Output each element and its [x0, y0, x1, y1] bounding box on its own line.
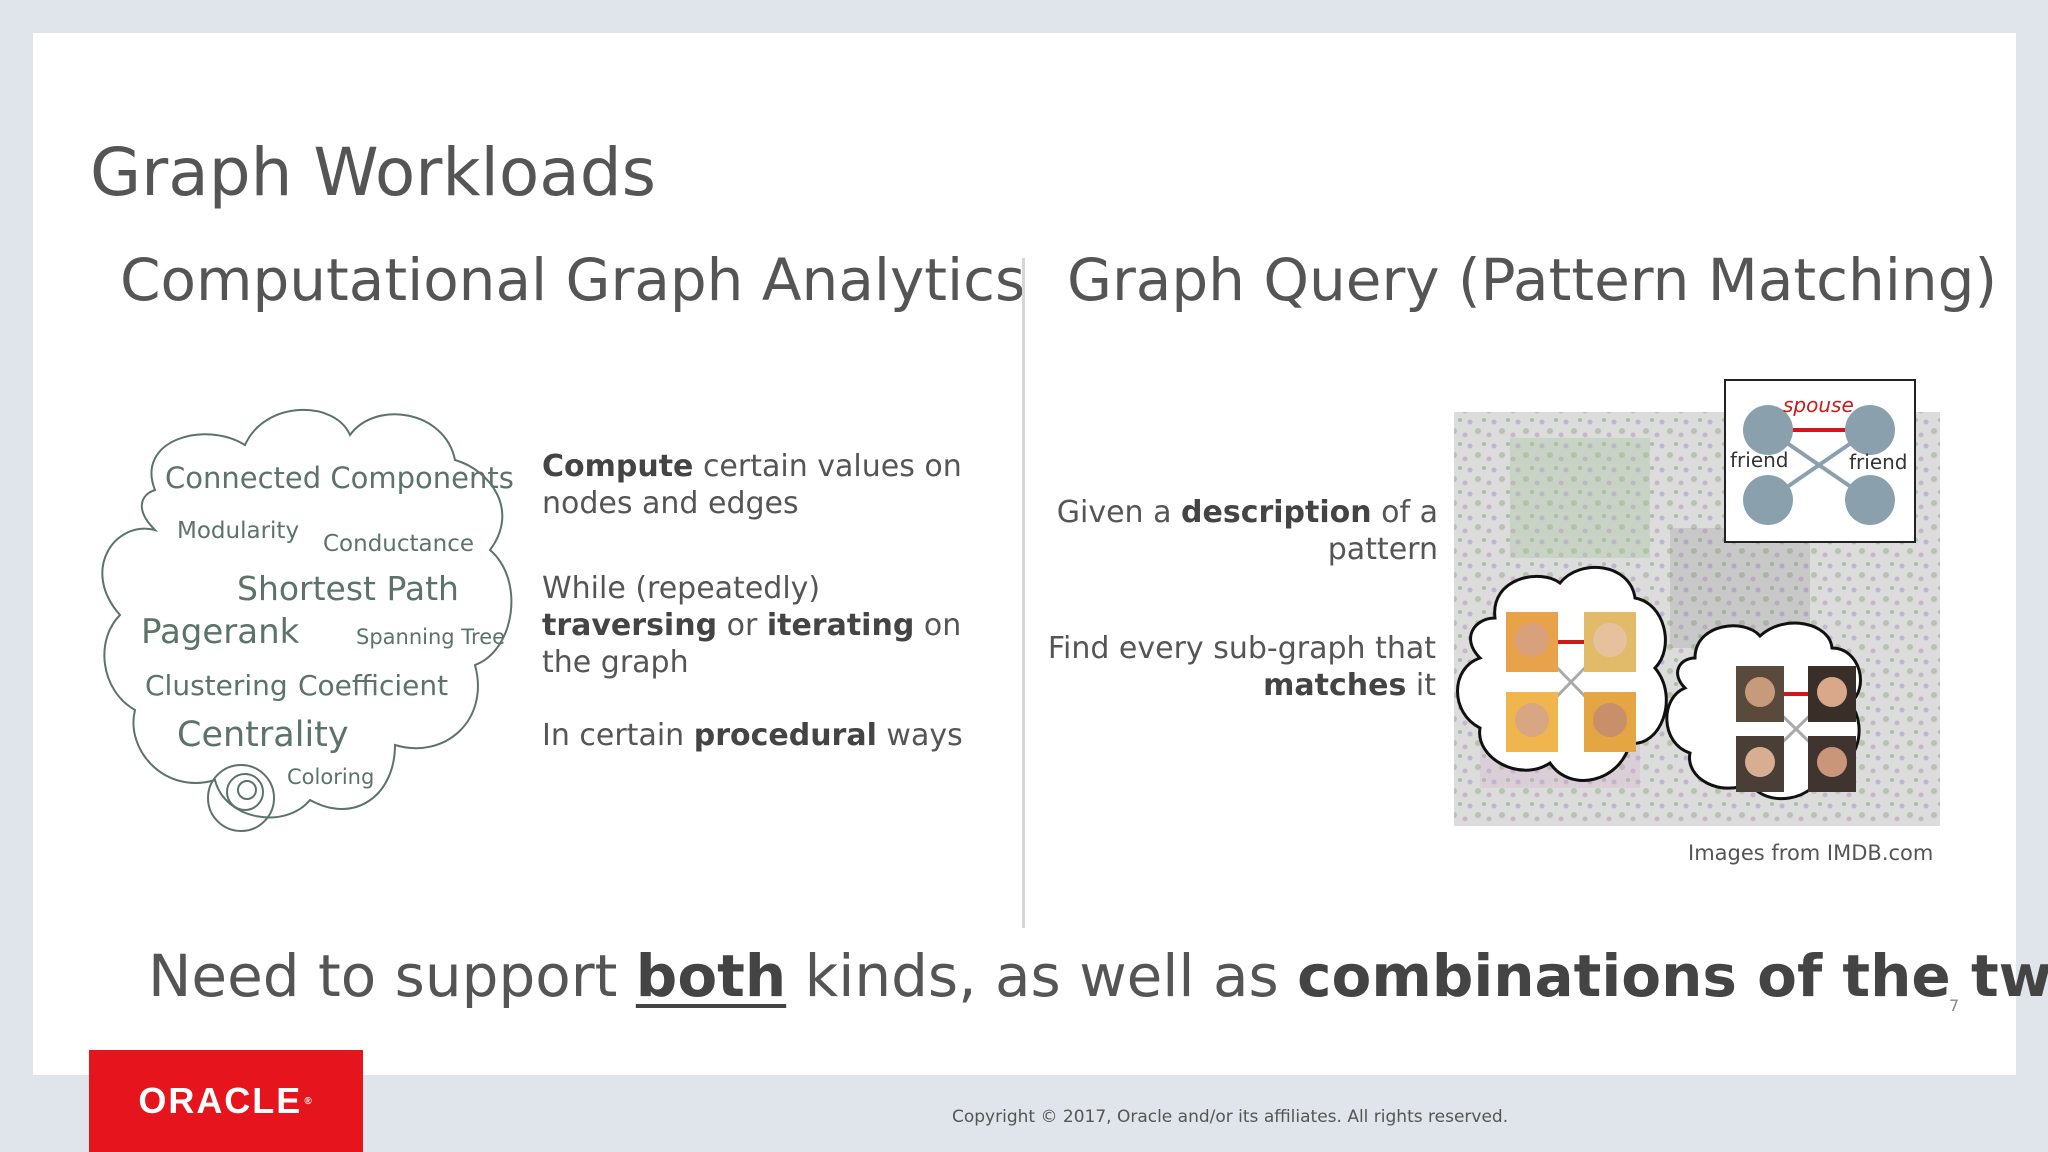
cloud-word-spanning-tree: Spanning Tree	[356, 625, 505, 649]
cloud-word-pagerank: Pagerank	[141, 612, 300, 652]
slide-title: Graph Workloads	[90, 134, 656, 211]
pattern-label-friend-left: friend	[1730, 448, 1789, 472]
analytics-description-traversing: While (repeatedly) traversing or iterati…	[542, 571, 962, 680]
pattern-label-friend-right: friend	[1849, 450, 1908, 474]
copyright-text: Copyright © 2017, Oracle and/or its affi…	[952, 1107, 1509, 1127]
bottom-statement: Need to support both kinds, as well as c…	[148, 942, 2048, 1010]
cloud-word-clustering: Clustering	[145, 669, 288, 702]
thought-bubble-medium	[226, 773, 264, 811]
column-divider	[1022, 258, 1025, 928]
cloud-word-coefficient: Coefficient	[298, 669, 448, 702]
cloud-word-modularity: Modularity	[177, 518, 299, 544]
analytics-description-compute: Compute certain values on nodes and edge…	[542, 449, 962, 521]
pattern-node	[1743, 405, 1793, 455]
cloud-word-coloring: Coloring	[287, 765, 374, 789]
pattern-node	[1743, 475, 1793, 525]
cloud-word-conductance: Conductance	[323, 531, 474, 557]
cloud-outline	[101, 408, 513, 819]
pattern-node	[1845, 405, 1895, 455]
cloud-word-connected-components: Connected Components	[165, 461, 514, 495]
algorithm-cloud: Connected Components Modularity Conducta…	[101, 408, 514, 832]
query-description-pattern: Given a description of a pattern	[1056, 495, 1438, 567]
analytics-description-procedural: In certain procedural ways	[542, 718, 963, 753]
oracle-logo: ORACLE®	[89, 1050, 363, 1152]
query-description-subgraph: Find every sub-graph that matches it	[1047, 631, 1436, 703]
pattern-node	[1845, 475, 1895, 525]
pattern-label-spouse: spouse	[1783, 393, 1854, 417]
cloud-word-centrality: Centrality	[177, 715, 349, 755]
graph-pattern-illustration: spouse friend friend	[1454, 379, 1940, 826]
thought-bubble-large	[207, 764, 275, 832]
cloud-word-shortest-path: Shortest Path	[237, 569, 459, 608]
thought-bubble-small	[237, 780, 257, 800]
page-number: 7	[1949, 996, 1960, 1015]
image-credit: Images from IMDB.com	[1688, 841, 1934, 865]
right-heading: Graph Query (Pattern Matching)	[1067, 246, 1998, 314]
left-heading: Computational Graph Analytics	[120, 246, 1026, 314]
